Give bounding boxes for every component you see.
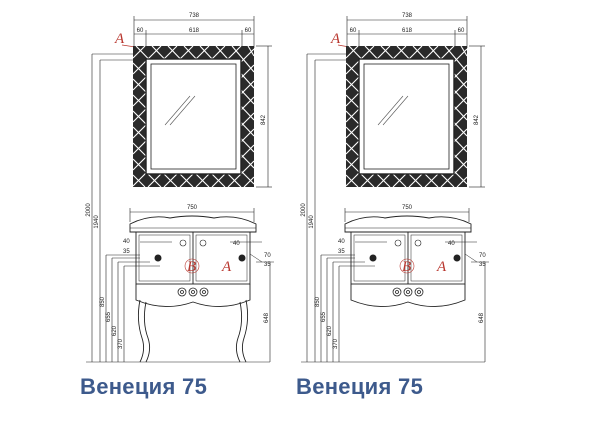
- water-inlet-right: [453, 254, 461, 262]
- mirror-frame: [132, 45, 255, 188]
- dim-40-right: 40: [233, 241, 240, 247]
- product-caption-left: Венеция 75: [80, 374, 208, 399]
- height-620: 620: [327, 325, 333, 336]
- mirror-width-dimension: [346, 16, 468, 48]
- basin-height-dimension: [471, 261, 489, 362]
- dim-40-right: 40: [448, 241, 455, 247]
- mirror-reflection: [164, 95, 191, 126]
- cabinet-width: 750: [187, 205, 198, 211]
- vanity-cabinet: [350, 231, 466, 307]
- ornament: [177, 287, 209, 297]
- basin-top: [344, 215, 472, 233]
- drain-marker: B: [187, 259, 196, 275]
- height-dimension-lines: [301, 53, 485, 363]
- cabinet-width-dimension: [344, 208, 470, 222]
- dim-35-right: 35: [264, 262, 271, 268]
- water-inlet-left: [154, 254, 162, 262]
- vanity-cabinet: [135, 231, 251, 307]
- height-370: 370: [118, 338, 124, 349]
- mirror-height: 842: [474, 114, 480, 125]
- mirror-left-margin: 60: [350, 28, 357, 34]
- door-knobs: [394, 239, 422, 247]
- mirror-right-margin: 60: [245, 28, 252, 34]
- mirror-total-width: 738: [189, 13, 200, 19]
- cabinet-legs: [137, 299, 249, 363]
- mirror-inner-width: 618: [189, 28, 200, 34]
- drain-marker: B: [402, 259, 411, 275]
- dim-40-left: 40: [123, 239, 130, 245]
- height-2000: 2000: [86, 203, 92, 217]
- mirror-total-width: 738: [402, 13, 413, 19]
- dim-40-left: 40: [338, 239, 345, 245]
- height-1940: 1940: [94, 215, 100, 229]
- height-850: 850: [100, 296, 106, 307]
- mirror-width-dimension: [133, 16, 255, 48]
- basin-height: 648: [479, 312, 485, 323]
- height-655: 655: [321, 311, 327, 322]
- water-inlet-left: [369, 254, 377, 262]
- mirror-inner-width: 618: [402, 28, 413, 34]
- dim-35-left: 35: [338, 249, 345, 255]
- dim-35-left: 35: [123, 249, 130, 255]
- door-knobs: [179, 239, 207, 247]
- mirror-mount-marker: A: [114, 31, 125, 47]
- mirror-height-dimension: [469, 45, 485, 188]
- dim-70: 70: [264, 253, 271, 259]
- height-370: 370: [333, 338, 339, 349]
- drawing-left: 738 60 618 60 A: [86, 13, 274, 363]
- mirror-height-dimension: [256, 45, 272, 188]
- basin-height-dimension: [256, 261, 274, 362]
- height-1940: 1940: [309, 215, 315, 229]
- mirror-right-margin: 60: [458, 28, 465, 34]
- mirror-left-margin: 60: [137, 28, 144, 34]
- height-620: 620: [112, 325, 118, 336]
- basin-top: [129, 215, 257, 233]
- cabinet-width-dimension: [129, 208, 255, 222]
- height-655: 655: [106, 311, 112, 322]
- height-dimension-lines: [86, 53, 270, 363]
- mirror-frame: [345, 45, 468, 188]
- product-caption-right: Венеция 75: [296, 374, 424, 399]
- dim-70: 70: [479, 253, 486, 259]
- basin-height: 648: [264, 312, 270, 323]
- mirror-mount-marker: A: [330, 31, 341, 47]
- water-inlet-right: [238, 254, 246, 262]
- mirror-reflection: [377, 95, 404, 126]
- water-marker: A: [221, 259, 232, 275]
- ornament: [392, 287, 424, 297]
- water-marker: A: [436, 259, 447, 275]
- dim-35-right: 35: [479, 262, 486, 268]
- drawing-right: 738 60 618 60 A: [301, 13, 489, 363]
- height-850: 850: [315, 296, 321, 307]
- mirror-height: 842: [261, 114, 267, 125]
- cabinet-width: 750: [402, 205, 413, 211]
- height-2000: 2000: [301, 203, 307, 217]
